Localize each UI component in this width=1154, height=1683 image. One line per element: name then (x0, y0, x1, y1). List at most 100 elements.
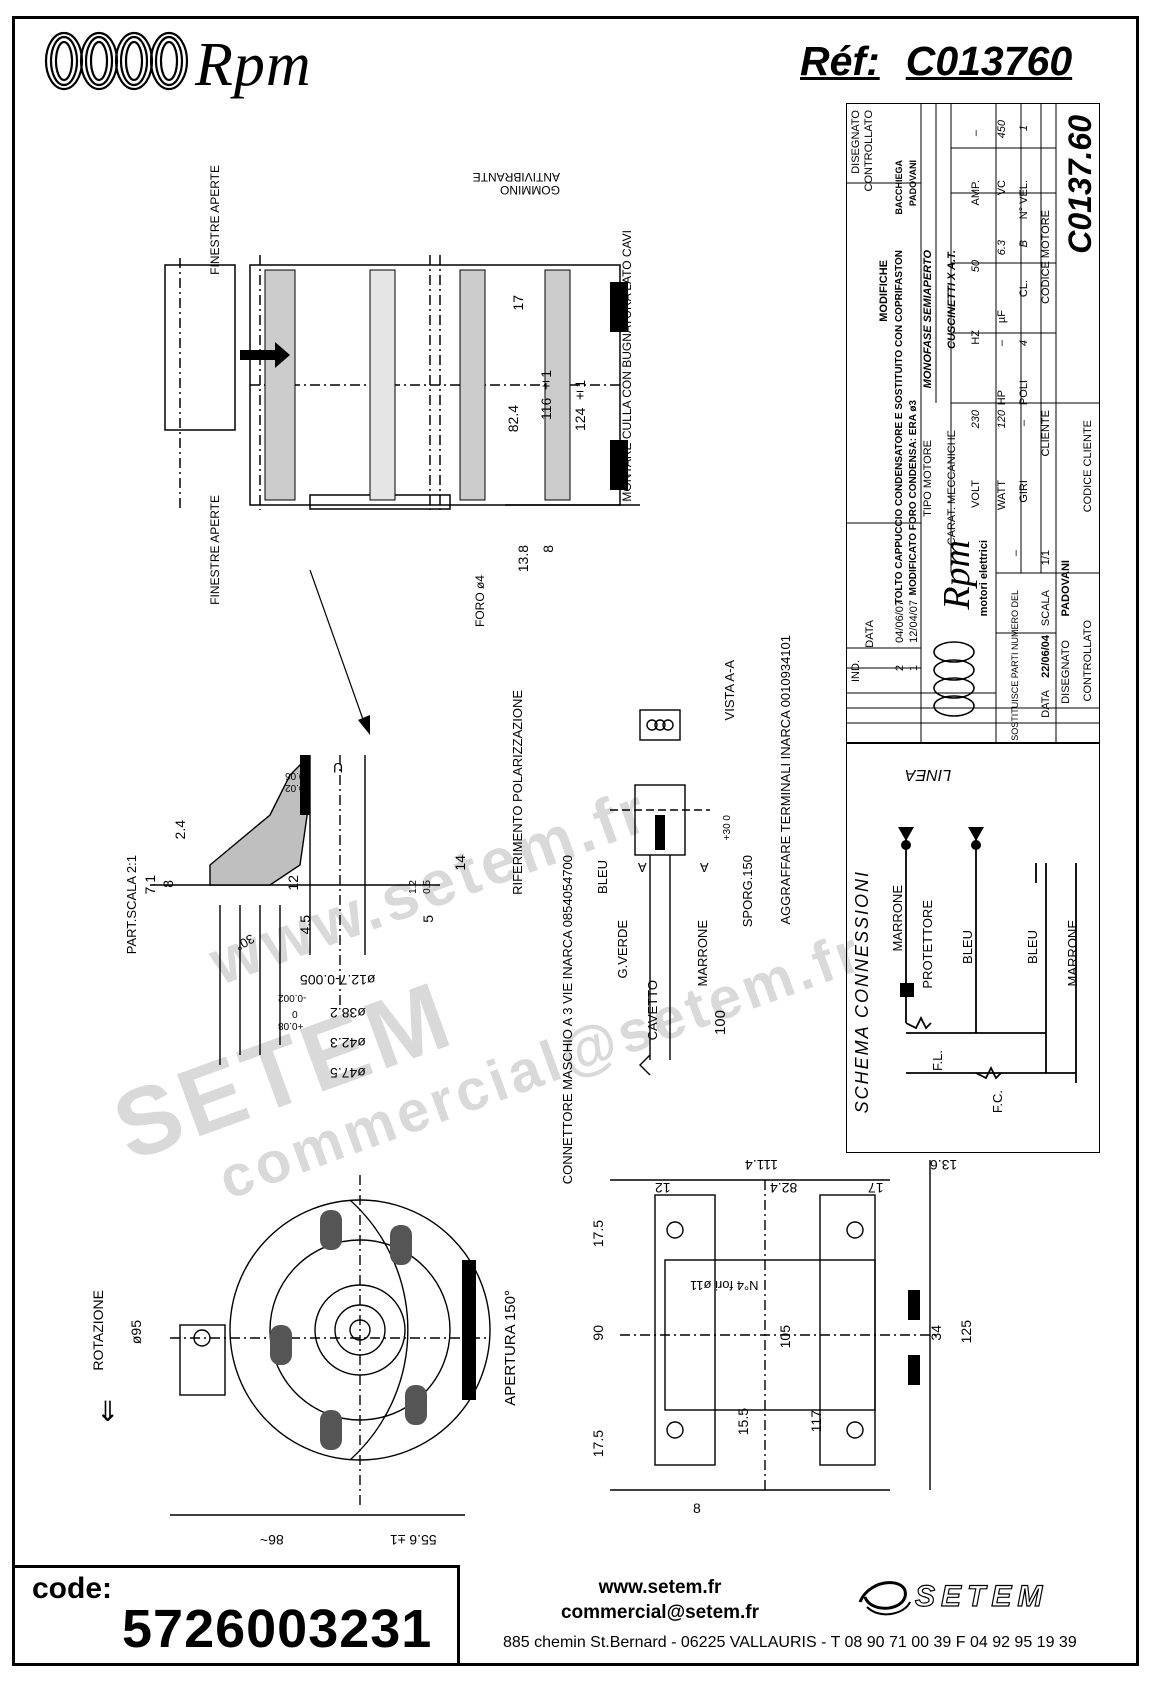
bracket-dim-15-5: 15.5 (735, 1408, 751, 1436)
tb-carat-label: CARAT. MECCANICHE (946, 430, 958, 546)
wire-cavetto: CAVETTO (645, 980, 660, 1041)
website-link[interactable]: www.setem.fr (598, 1577, 722, 1598)
tb-hz: 50 (970, 260, 982, 273)
dim-17: 17 (510, 295, 526, 311)
gommino-label: GOMMINO ANTIVIBRANTE (472, 170, 560, 197)
tb-col-modifiche: MODIFICHE (878, 260, 890, 322)
tb-amp: – (970, 130, 982, 137)
schema-bleu-2: BLEU (1025, 930, 1040, 964)
bracket-dim-125: 125 (958, 1320, 974, 1344)
tb-col-data: DATA (864, 620, 876, 648)
detail-view (150, 755, 440, 1065)
bracket-dim-117: 117 (808, 1410, 824, 1433)
tb-uf: 6.3 (996, 240, 1008, 256)
detail-dim-42-3: ø42.3 (330, 1035, 366, 1051)
ref-label: Réf: (800, 38, 880, 84)
detail-dim-0-02: +0.02 (285, 782, 311, 793)
tb-data-label: DATA (1040, 690, 1052, 718)
detail-dim-0-08: +0.08 (278, 1020, 304, 1031)
tb-codice-motore-label: CODICE MOTORE (1040, 210, 1052, 304)
wire-marrone: MARRONE (695, 920, 710, 987)
detail-dim-0-06: +0.06 (285, 770, 311, 781)
section-a-right: A (700, 860, 709, 875)
tb-giri-label: GIRI (1018, 480, 1030, 503)
tb-codice-cliente-label: CODICE CLIENTE (1082, 420, 1094, 513)
bracket-dim-17-5-bottom: 17.5 (590, 1430, 606, 1458)
tb-vel: 1 (1018, 125, 1030, 132)
front-dim-55-6: 55.6 ±1 (390, 1532, 437, 1548)
setem-swirl-icon (858, 1581, 911, 1616)
cavetto-len: 100 (712, 1010, 729, 1036)
schema-fl: F.L. (930, 1050, 945, 1071)
brand-name: Rpm (195, 31, 312, 99)
sporg-tol: +30 0 (722, 815, 733, 841)
schema-protettore: PROTETTORE (920, 900, 935, 989)
detail-dim-0-002: -0.002 (278, 992, 307, 1003)
tb-watt-label: WATT (996, 480, 1008, 510)
bracket-view (610, 1160, 940, 1491)
sporg-label: SPORG.150 (740, 855, 755, 928)
rev-1-text: MODIFICATO FORO CONDENSA: ERA ø3 (908, 400, 919, 596)
connettore-label: CONNETTORE MASCHIO A 3 VIE INARCA 085405… (560, 855, 575, 1185)
bracket-dim-13-6: 13.6 (930, 1157, 958, 1173)
part-scala-label: PART.SCALA 2:1 (124, 855, 139, 955)
bracket-dim-90: 90 (590, 1325, 606, 1341)
rev-1-date: 12/04/07 (908, 600, 920, 643)
address: 885 chemin St.Bernard - 06225 VALLAURIS … (503, 1634, 1077, 1651)
tb-poli: 4 (1018, 340, 1030, 347)
detail-dim-5: 5 (420, 915, 436, 923)
bracket-holes: N°4 fori ø11 (690, 1278, 759, 1293)
bracket-dim-34: 34 (928, 1325, 944, 1341)
connector-drawing (610, 709, 710, 1076)
tb-coil-logo (933, 641, 975, 717)
code-value: 5726003231 (122, 1599, 433, 1659)
schema-fc: F.C. (990, 1090, 1005, 1114)
tb-tipo-motore-label: TIPO MOTORE (922, 440, 934, 517)
detail-dim-14: 14 (452, 855, 468, 871)
section-a-left: A (638, 860, 647, 875)
schema-box (846, 743, 1100, 1153)
schema-marrone-1: MARRONE (890, 885, 905, 952)
tb-scala: 1/1 (1040, 550, 1052, 566)
tb-hp-label: HP (996, 390, 1008, 406)
tb-codice-motore: C0137.60 (1062, 115, 1098, 254)
detail-dim-47-5: ø47.5 (330, 1065, 366, 1081)
rev-2-drawn: BACCHIEGA (894, 160, 904, 215)
tb-vc: 450 (996, 120, 1008, 139)
aggraffare-label: AGGRAFFARE TERMINALI INARCA 0010934101 (778, 635, 793, 925)
vista-label: VISTA A-A (722, 660, 737, 721)
code-label: code: (32, 1572, 113, 1605)
detail-dim-0: 0 (292, 1008, 298, 1019)
tb-volt: 230 (970, 410, 982, 429)
detail-dim-7-1: 7.1 (142, 875, 158, 895)
tb-data: 22/06/04 (1040, 635, 1052, 678)
dim-82-4: 82.4 (505, 405, 521, 433)
bracket-dim-12: 12 (655, 1180, 671, 1196)
tb-volt-label: VOLT (970, 480, 982, 508)
apertura-label: APERTURA 150° (502, 1290, 519, 1406)
detail-dim-8: 8 (160, 880, 176, 888)
montare-note: MONTARE CULLA CON BUGNATURA LATO CAVI (620, 230, 634, 502)
finestre-aperte-bottom: FINESTRE APERTE (208, 495, 222, 605)
tb-disegnato-label: DISEGNATO (1060, 640, 1072, 704)
detail-dim-12: 12 (285, 875, 301, 891)
tb-watt: 120 (996, 410, 1008, 429)
tb-cl: B (1018, 240, 1030, 248)
detail-dim-4-5: 4.5 (297, 915, 313, 935)
bracket-dim-17: 17 (868, 1180, 884, 1196)
schema-bleu-1: BLEU (960, 930, 975, 964)
bracket-dim-82-4: 82.4 (770, 1180, 798, 1196)
reference: Réf: C013760 (800, 38, 1072, 85)
bracket-dim-105: 105 (777, 1325, 793, 1349)
detail-arrow (309, 569, 370, 735)
rev-1-ind: 1 (908, 665, 920, 672)
email-link[interactable]: commercial@setem.fr (560, 1602, 760, 1623)
front-dia: ø95 (128, 1320, 144, 1345)
rev-2-text: TOLTO CAPPUCCIO CONDENSATORE E SOSTITUIT… (894, 250, 905, 605)
rev-2-date: 04/06/07 (894, 600, 906, 643)
dim-116: 116 ±1 (538, 370, 554, 420)
ref-value: C013760 (905, 38, 1073, 84)
tb-hp: – (996, 340, 1008, 347)
rpm-coil-logo (44, 31, 189, 91)
foro-label: FORO ø4 (473, 575, 487, 628)
